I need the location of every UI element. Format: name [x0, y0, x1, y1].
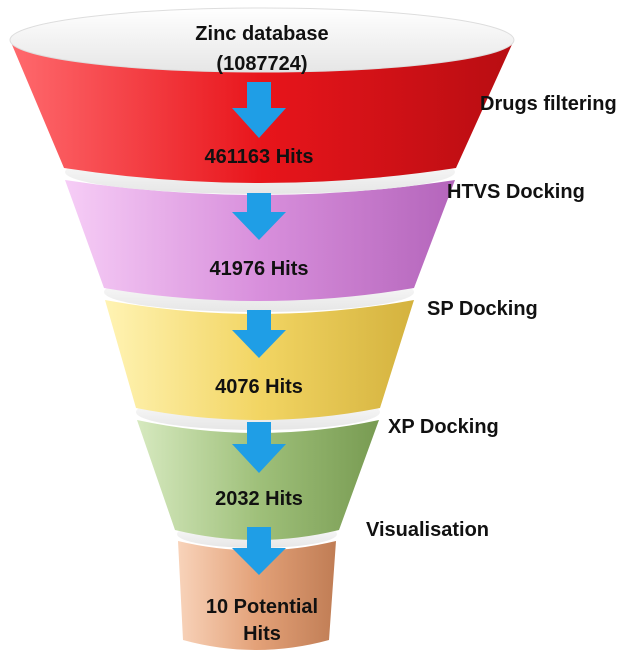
funnel-band-2: [65, 180, 455, 301]
stage-5-hits-line-1: 10 Potential: [206, 596, 318, 618]
flow-arrows: [232, 82, 286, 575]
step-label-sp-docking: SP Docking: [427, 298, 538, 320]
arrow-down-icon: [232, 310, 286, 358]
stage-2-hits: 41976 Hits: [210, 258, 309, 280]
arrow-down-icon: [232, 422, 286, 473]
step-label-htvs-docking: HTVS Docking: [447, 181, 585, 203]
step-label-visualisation: Visualisation: [366, 519, 489, 541]
arrow-down-icon: [232, 527, 286, 575]
database-label: Zinc database: [195, 23, 328, 45]
stage-3-hits: 4076 Hits: [215, 376, 303, 398]
step-label-drugs-filtering: Drugs filtering: [480, 93, 617, 115]
funnel-band-5: [178, 541, 336, 650]
step-label-xp-docking: XP Docking: [388, 416, 499, 438]
stage-4-hits: 2032 Hits: [215, 488, 303, 510]
funnel-band-3: [105, 300, 414, 420]
stage-5-hits-line-2: Hits: [243, 623, 281, 645]
arrow-down-icon: [232, 193, 286, 240]
funnel-top-opening: [9, 7, 515, 73]
stage-1-hits: 461163 Hits: [205, 146, 314, 168]
arrow-down-icon: [232, 82, 286, 138]
database-count: (1087724): [216, 53, 307, 75]
funnel-band-4: [137, 420, 379, 540]
